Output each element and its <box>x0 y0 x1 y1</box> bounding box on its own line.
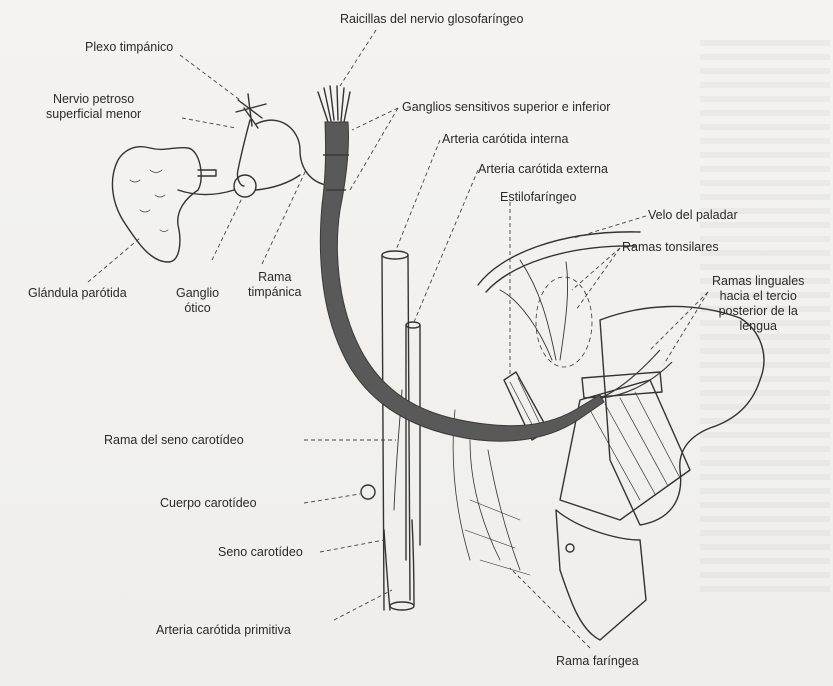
leader-seno <box>320 540 384 552</box>
label-ganglios: Ganglios sensitivos superior e inferior <box>402 100 610 115</box>
parotid-gland <box>112 147 201 262</box>
label-ganglio-otico: Ganglio ótico <box>176 286 219 316</box>
label-glandula-parotida: Glándula parótida <box>28 286 127 301</box>
tympanic-branch <box>256 120 326 185</box>
leader-petroso <box>182 118 236 128</box>
otic-ganglion <box>234 175 256 197</box>
pharyngeal-muscle <box>560 380 690 520</box>
label-ramas-tonsilares: Ramas tonsilares <box>622 240 719 255</box>
label-rama-faringea: Rama faríngea <box>556 654 639 669</box>
leader-interna <box>396 140 440 250</box>
label-rama-seno-carotideo: Rama del seno carotídeo <box>104 433 244 448</box>
tympanic-plexus <box>236 94 266 128</box>
leader-velo <box>574 216 646 238</box>
label-carotida-primitiva: Arteria carótida primitiva <box>156 623 291 638</box>
label-plexo-timpanico: Plexo timpánico <box>85 40 173 55</box>
tonsil-outline <box>536 277 592 367</box>
label-estilofaringeo: Estilofaríngeo <box>500 190 576 205</box>
leader-tonsilares-2 <box>576 248 620 310</box>
label-carotida-interna: Arteria carótida interna <box>442 132 568 147</box>
lower-pharynx <box>556 510 646 640</box>
label-carotida-externa: Arteria carótida externa <box>478 162 608 177</box>
leader-parotida <box>88 238 140 282</box>
label-nervio-petroso: Nervio petroso superficial menor <box>46 92 141 122</box>
leader-linguales-2 <box>664 292 708 364</box>
nerve-rootlets <box>318 86 350 122</box>
leader-externa <box>414 170 478 322</box>
soft-palate <box>478 232 640 292</box>
label-cuerpo-carotideo: Cuerpo carotídeo <box>160 496 257 511</box>
leader-otico <box>212 198 242 260</box>
carotid-body <box>361 485 375 499</box>
label-seno-carotideo: Seno carotídeo <box>218 545 303 560</box>
leader-faringea <box>510 568 590 648</box>
leader-cuerpo <box>304 494 360 503</box>
leader-raicillas <box>340 30 376 86</box>
leader-ganglios-2 <box>350 108 398 190</box>
label-ramas-linguales: Ramas linguales hacia el tercio posterio… <box>712 274 804 334</box>
leader-ganglios-1 <box>352 108 398 130</box>
otic-to-nerve <box>256 175 300 190</box>
label-rama-timpanica: Rama timpánica <box>248 270 302 300</box>
otic-branch <box>178 190 234 195</box>
tongue <box>600 306 764 525</box>
leader-tonsilares-1 <box>572 248 620 290</box>
parotid-texture <box>130 170 168 232</box>
label-raicillas: Raicillas del nervio glosofaríngeo <box>340 12 523 27</box>
label-velo-paladar: Velo del paladar <box>648 208 738 223</box>
leader-plexo <box>180 55 240 100</box>
leader-linguales-1 <box>650 292 708 350</box>
